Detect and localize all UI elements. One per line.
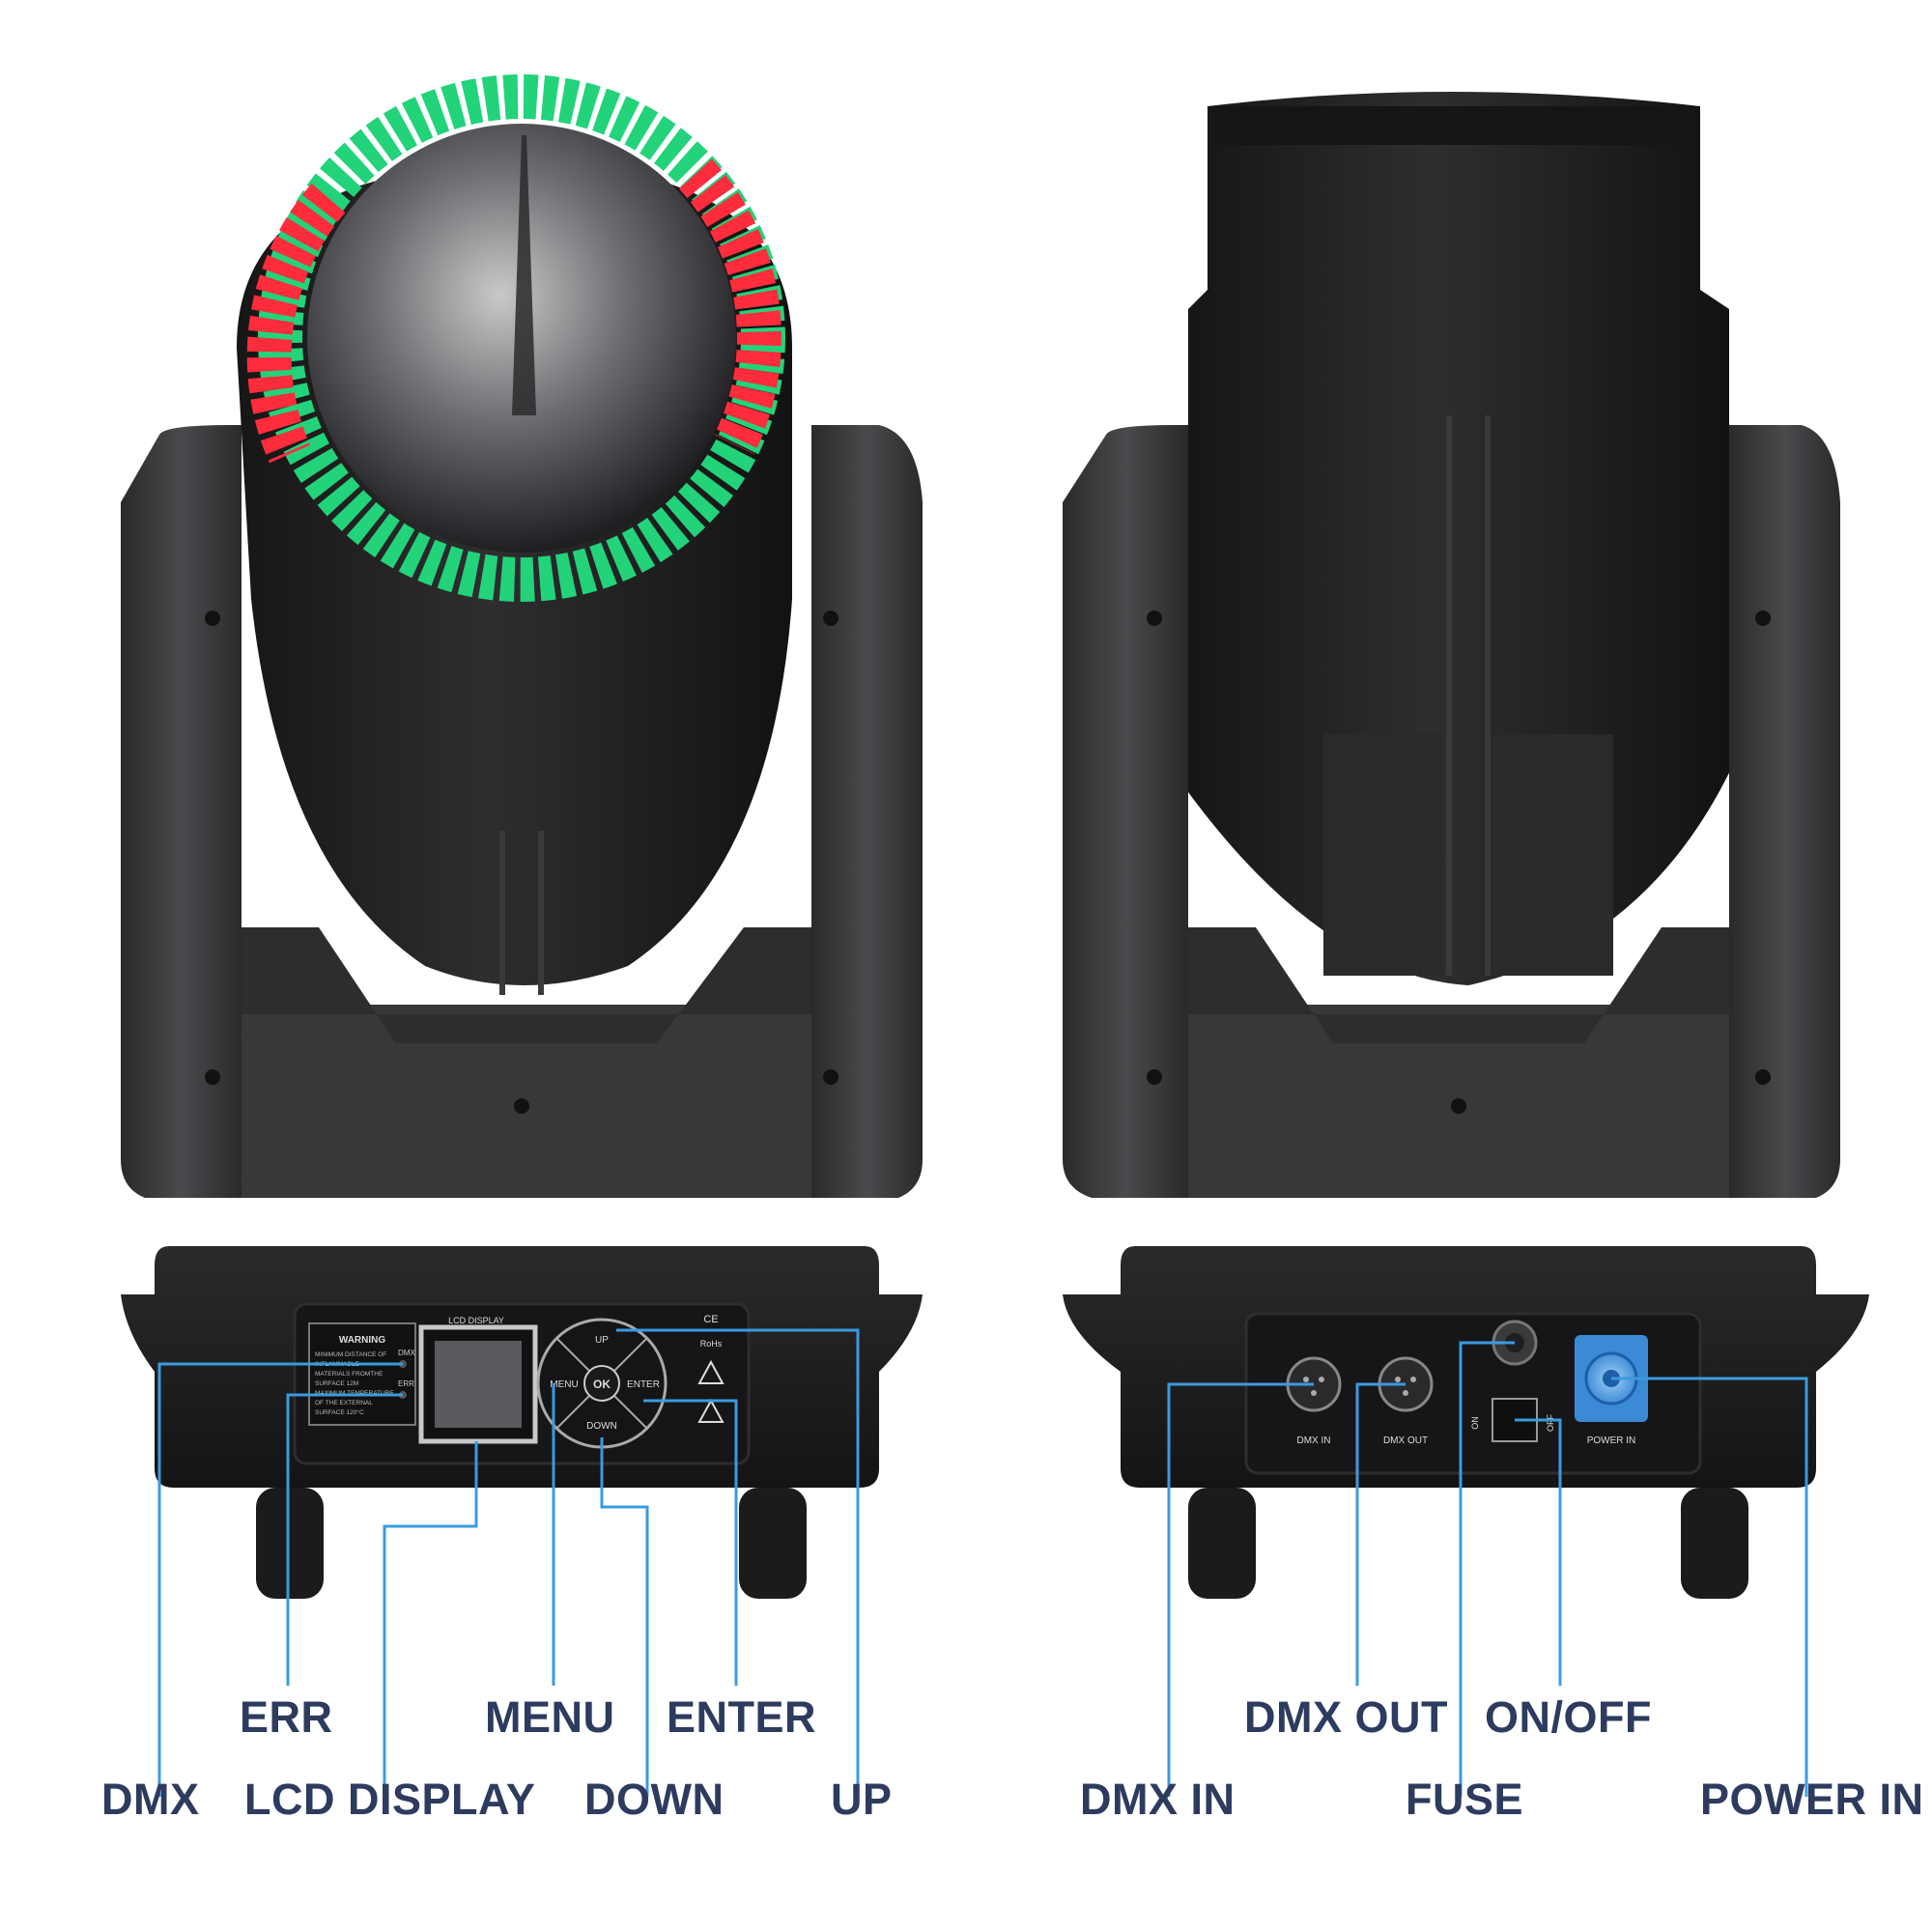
power-in-label: POWER IN (1587, 1435, 1636, 1446)
switch-off-label: OFF (1546, 1414, 1555, 1432)
warning-triangle-icon (697, 1359, 724, 1384)
callout-power-in: POWER IN (1700, 1775, 1924, 1824)
button-up-label[interactable]: UP (595, 1335, 609, 1346)
leader-up (616, 1328, 860, 1797)
callout-down: DOWN (584, 1775, 724, 1824)
rear-yoke-right-arm (1729, 425, 1840, 1198)
callout-up: UP (831, 1775, 893, 1824)
switch-on-label: ON (1470, 1416, 1480, 1430)
front-led-ring-red-right (678, 158, 781, 455)
leader-lines (157, 1328, 1808, 1797)
front-yoke-right-arm (811, 425, 923, 1198)
leader-down (600, 1437, 649, 1797)
electric-hazard-icon (697, 1398, 724, 1423)
led-err-label: ERR (398, 1379, 414, 1388)
warning-line: OF THE EXTERNAL (315, 1400, 373, 1406)
callout-lcd-display: LCD DISPLAY (244, 1775, 536, 1824)
front-yoke-left-arm (121, 425, 242, 1198)
rohs-mark: RoHs (700, 1339, 723, 1349)
warning-line: MINIMUM DISTANCE OF (315, 1351, 386, 1358)
button-menu-label[interactable]: MENU (550, 1379, 578, 1390)
button-enter-label[interactable]: ENTER (627, 1379, 660, 1390)
led-dmx-label: DMX (398, 1349, 415, 1357)
rear-heatsink-left (1323, 734, 1444, 976)
dmx-in-label: DMX IN (1297, 1435, 1331, 1446)
ce-mark: CE (703, 1314, 718, 1325)
rear-fixture (1063, 92, 1869, 1599)
warning-label (308, 1322, 416, 1426)
front-led-ring-red-left (246, 183, 346, 464)
button-ok-label: OK (593, 1378, 611, 1391)
warning-line: SURFACE 120°C (315, 1408, 364, 1416)
callout-dmx-out: DMX OUT (1244, 1692, 1448, 1742)
leader-on-off (1515, 1418, 1562, 1686)
leader-dmx (157, 1362, 403, 1797)
warning-line: SURFACE 12M (315, 1380, 358, 1387)
rear-heatsink-right (1492, 734, 1613, 976)
leader-power-in (1611, 1377, 1808, 1797)
leader-err (286, 1393, 403, 1686)
button-down-label[interactable]: DOWN (586, 1421, 617, 1432)
rear-yoke-left-arm (1063, 425, 1188, 1198)
leader-dmx-in (1167, 1382, 1314, 1797)
rear-head-body (1188, 92, 1729, 985)
warning-title: WARNING (339, 1335, 386, 1346)
leader-enter (643, 1399, 738, 1686)
leader-lcd (383, 1441, 478, 1797)
front-panel-details: WARNING MINIMUM DISTANCE OF INFLAMMABLE … (308, 1314, 724, 1449)
callout-dmx-in: DMX IN (1080, 1775, 1236, 1824)
warning-line: MATERIALS FROMTHE (315, 1371, 384, 1378)
dmx-out-label: DMX OUT (1383, 1435, 1428, 1446)
callout-menu: MENU (485, 1692, 615, 1742)
lcd-display-label: LCD DISPLAY (448, 1316, 504, 1325)
callout-dmx: DMX (101, 1775, 200, 1824)
callout-enter: ENTER (667, 1692, 817, 1742)
leader-fuse (1459, 1341, 1515, 1797)
leader-dmx-out (1355, 1382, 1406, 1686)
callout-on-off: ON/OFF (1485, 1692, 1652, 1742)
button-ok[interactable] (583, 1365, 620, 1402)
callout-fuse: FUSE (1406, 1775, 1524, 1824)
callout-err: ERR (240, 1692, 333, 1742)
